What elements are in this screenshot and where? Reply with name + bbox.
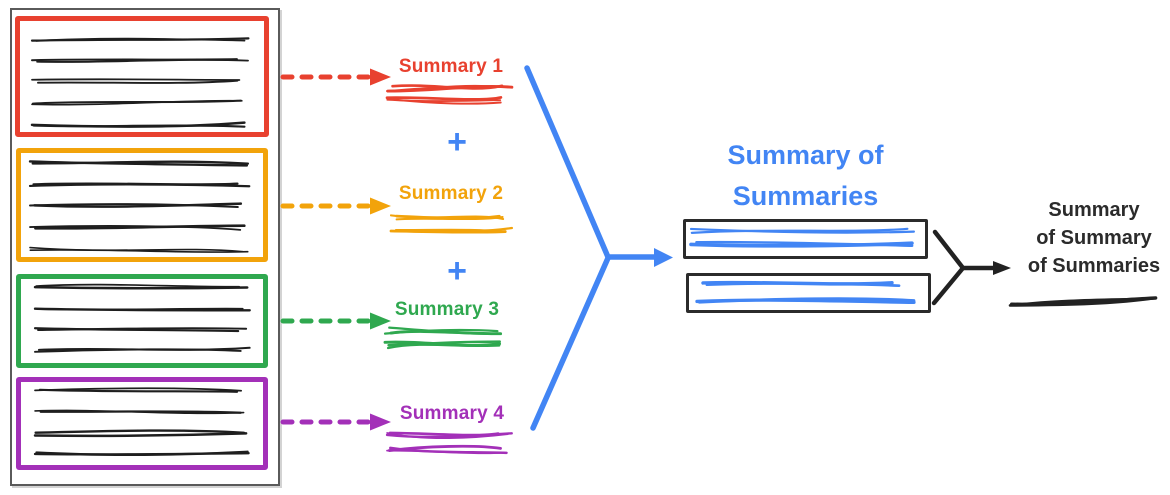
summary-2-label: Summary 2 <box>398 183 504 204</box>
document-section-3 <box>16 274 268 368</box>
summary-1-scribble <box>385 84 514 105</box>
summary-of-summaries-box-2 <box>686 273 931 313</box>
dashed-arrow-3 <box>280 312 391 330</box>
document-section-4 <box>16 377 268 470</box>
final-summary-line-3: of Summaries <box>1027 255 1161 277</box>
merge-arrow-blue <box>524 65 673 431</box>
final-summary-line-2: of Summary <box>1036 227 1152 249</box>
summary-2-scribble <box>389 214 514 234</box>
summary-3-label: Summary 3 <box>394 299 500 320</box>
final-summary-line-1: Summary <box>1048 199 1140 221</box>
final-summary-scribble <box>1008 296 1158 307</box>
dashed-arrow-4 <box>280 413 391 431</box>
summary-4-label: Summary 4 <box>399 403 505 424</box>
dashed-arrow-2 <box>280 197 391 215</box>
summary-3-scribble <box>383 326 503 350</box>
merge-arrow-black <box>931 229 1011 306</box>
summary-of-summaries-box-1 <box>683 219 928 259</box>
summary-4-scribble <box>385 431 513 455</box>
document-section-1 <box>15 16 269 137</box>
summary-1-label: Summary 1 <box>398 56 504 77</box>
final-summary-label: Summary of Summary of Summaries <box>1018 196 1170 280</box>
plus-sign-1: + <box>447 123 467 161</box>
summary-of-summaries-title: Summary of Summaries <box>727 140 884 211</box>
plus-sign-2: + <box>447 252 467 290</box>
dashed-arrow-1 <box>280 68 391 86</box>
document-section-2 <box>16 148 268 262</box>
